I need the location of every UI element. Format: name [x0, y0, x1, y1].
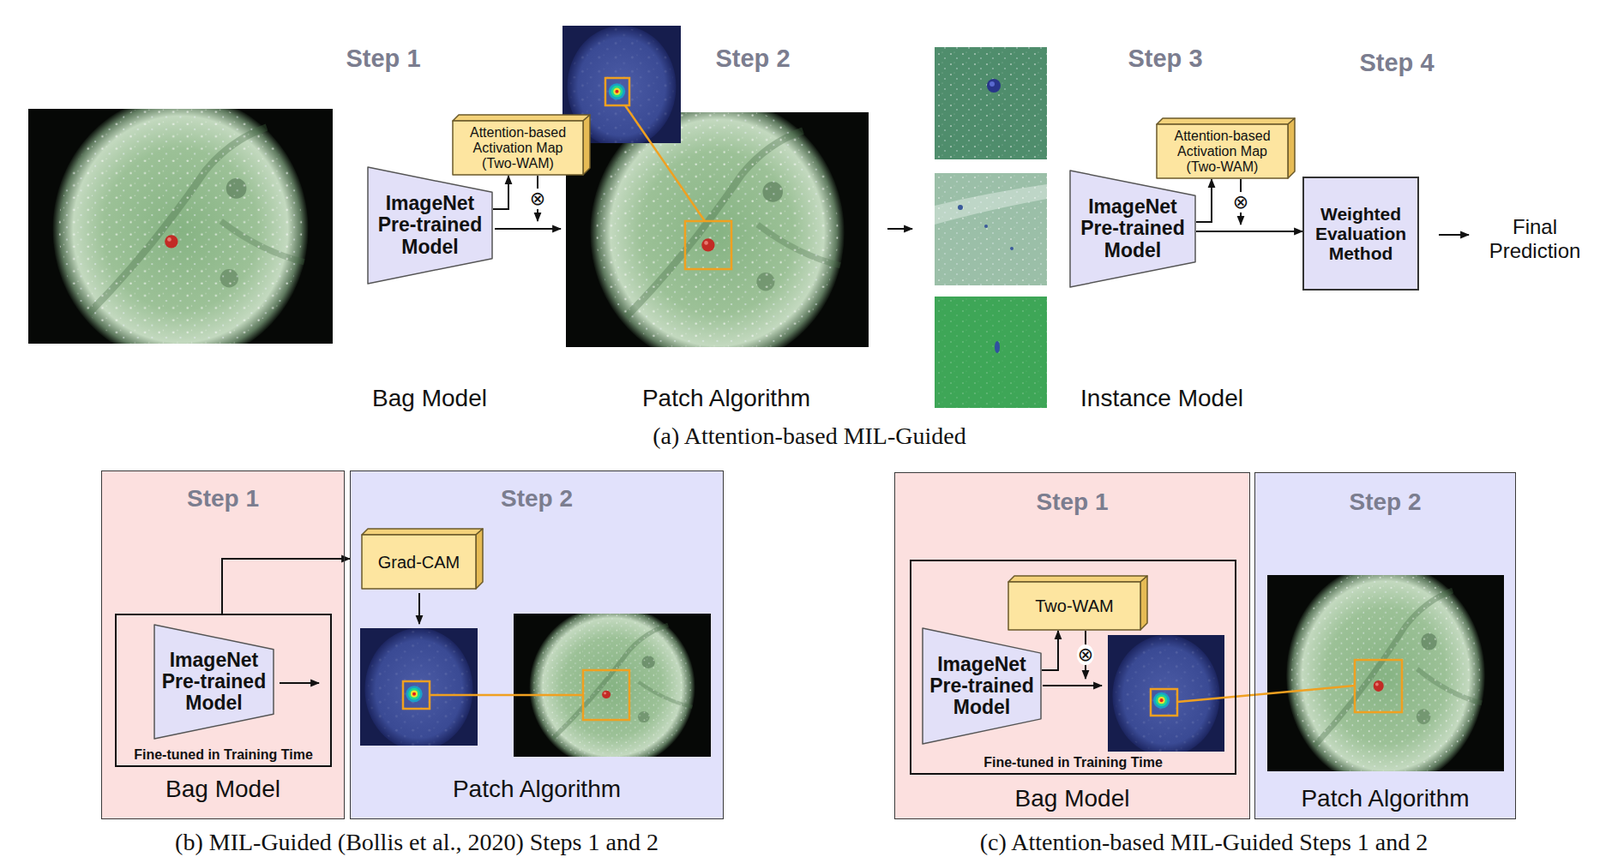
flow-arrow [418, 593, 421, 625]
shape-face [1008, 576, 1148, 583]
bag-model-frame: Fine-tuned in Training Time ImageNet Pre-… [114, 613, 332, 768]
model-trapezoid: ImageNet Pre-trained Model [1069, 169, 1197, 289]
panel-fill [894, 472, 1251, 820]
output-label: Final Prediction [1481, 215, 1589, 263]
focus-square [1150, 689, 1178, 716]
node-text: ImageNet Pre-trained Model [926, 654, 1038, 720]
node-text: ImageNet Pre-trained Model [158, 649, 271, 716]
node-text: Weighted Evaluation Method [1310, 204, 1412, 264]
shape-face [1156, 124, 1288, 179]
attention-module-box: Attention-based Activation Map (Two-WAM) [1155, 117, 1296, 180]
multiply-symbol: ⊗ [1076, 644, 1095, 666]
step-heading: Step 2 [715, 44, 790, 73]
step-panel: Step 2 Patch Algorithm [1254, 472, 1516, 820]
flow-arrow [494, 228, 561, 230]
focus-square [1354, 660, 1402, 713]
flow-arrow [279, 682, 319, 685]
panel-label: Patch Algorithm [1255, 786, 1516, 813]
panel-label: Bag Model [102, 776, 344, 804]
leaf-image [513, 605, 711, 770]
subfigure-caption: (c) Attention-based MIL-Guided Steps 1 a… [980, 829, 1429, 857]
model-trapezoid: ImageNet Pre-trained Model [153, 624, 275, 740]
step-heading: Step 2 [350, 486, 723, 513]
patch-image [934, 296, 1047, 409]
step-panel: Step 1 Bag Model Fine-tuned in Training Ti… [101, 470, 345, 820]
flow-arrow [1196, 179, 1212, 223]
attention-module-box: Grad-CAM [360, 528, 484, 590]
flow-arrow [887, 228, 913, 230]
shape-face [367, 167, 493, 284]
flow-arrow [1196, 230, 1303, 233]
stage-label: Bag Model [372, 384, 488, 413]
bag-model-frame: Fine-tuned in Training Time Two-WAM ImageN… [909, 559, 1237, 776]
step-heading: Step 4 [1359, 48, 1434, 78]
step-heading: Step 1 [345, 44, 421, 73]
frame-caption: Fine-tuned in Training Time [116, 747, 331, 764]
step-panel: Step 2 Patch Algorithm Grad-CAM [349, 470, 724, 820]
attention-module-box: Two-WAM [1007, 575, 1149, 632]
focus-square [605, 78, 630, 106]
panel-fill [349, 470, 724, 820]
node-text: Attention-based Activation Map (Two-WAM) [1160, 128, 1286, 175]
node-text: Grad-CAM [365, 553, 473, 572]
stage-label: Instance Model [1080, 384, 1244, 413]
panel-fill [1254, 472, 1516, 820]
node-text: ImageNet Pre-trained Model [374, 192, 487, 259]
step-heading: Step 2 [1255, 489, 1516, 517]
leaf-image [28, 94, 333, 365]
step-heading: Step 1 [895, 489, 1250, 517]
multiply-symbol: ⊗ [1232, 192, 1250, 213]
focus-square [403, 681, 430, 710]
subfigure-caption: (b) MIL-Guided (Bollis et al., 2020) Ste… [174, 829, 659, 857]
node-text: ImageNet Pre-trained Model [1076, 196, 1189, 262]
leaf-image [1267, 563, 1504, 789]
model-trapezoid: ImageNet Pre-trained Model [366, 166, 494, 285]
shape-face [583, 114, 590, 175]
stage-label: Patch Algorithm [642, 384, 811, 413]
frame-caption: Fine-tuned in Training Time [911, 755, 1235, 771]
panel-fill [101, 470, 345, 820]
focus-link [1177, 685, 1355, 703]
multiply-symbol: ⊗ [529, 188, 547, 210]
model-trapezoid: ImageNet Pre-trained Model [921, 627, 1042, 746]
shape-face [475, 529, 483, 590]
shape-face [452, 114, 590, 121]
subfigure-caption: (a) Attention-based MIL-Guided [652, 422, 966, 451]
shape-face [154, 625, 274, 740]
panel-label: Bag Model [895, 786, 1250, 813]
shape-face [1008, 582, 1141, 631]
shape-face [361, 529, 483, 536]
patch-image [934, 173, 1047, 286]
flow-arrow [1041, 631, 1059, 671]
node-text: Two-WAM [1014, 596, 1135, 616]
process-box: Weighted Evaluation Method [1302, 176, 1420, 291]
shape-face [361, 535, 476, 590]
flow-arrow [1042, 685, 1102, 687]
shape-face [1156, 118, 1295, 125]
panel-label: Patch Algorithm [350, 776, 723, 804]
flow-arrow [1438, 234, 1469, 236]
focus-square [685, 221, 732, 270]
step-panel: Step 1 Bag Model Fine-tuned in Training Ti… [894, 472, 1251, 820]
focus-link [429, 694, 584, 698]
heatmap-image [1107, 635, 1225, 757]
attention-module-box: Attention-based Activation Map (Two-WAM) [451, 114, 591, 176]
shape-face [1287, 118, 1295, 179]
flow-arrow [222, 559, 350, 614]
step-heading: Step 1 [102, 486, 344, 513]
focus-square [583, 670, 630, 721]
flow-arrow [493, 175, 509, 210]
step-heading: Step 3 [1127, 44, 1203, 73]
shape-face [452, 120, 584, 175]
shape-face [1070, 170, 1196, 288]
node-text: Attention-based Activation Map (Two-WAM) [455, 125, 581, 172]
shape-face [1140, 576, 1148, 631]
focus-link [625, 105, 705, 222]
shape-face [922, 628, 1041, 745]
patch-image [934, 47, 1047, 160]
heatmap-image [360, 628, 478, 751]
